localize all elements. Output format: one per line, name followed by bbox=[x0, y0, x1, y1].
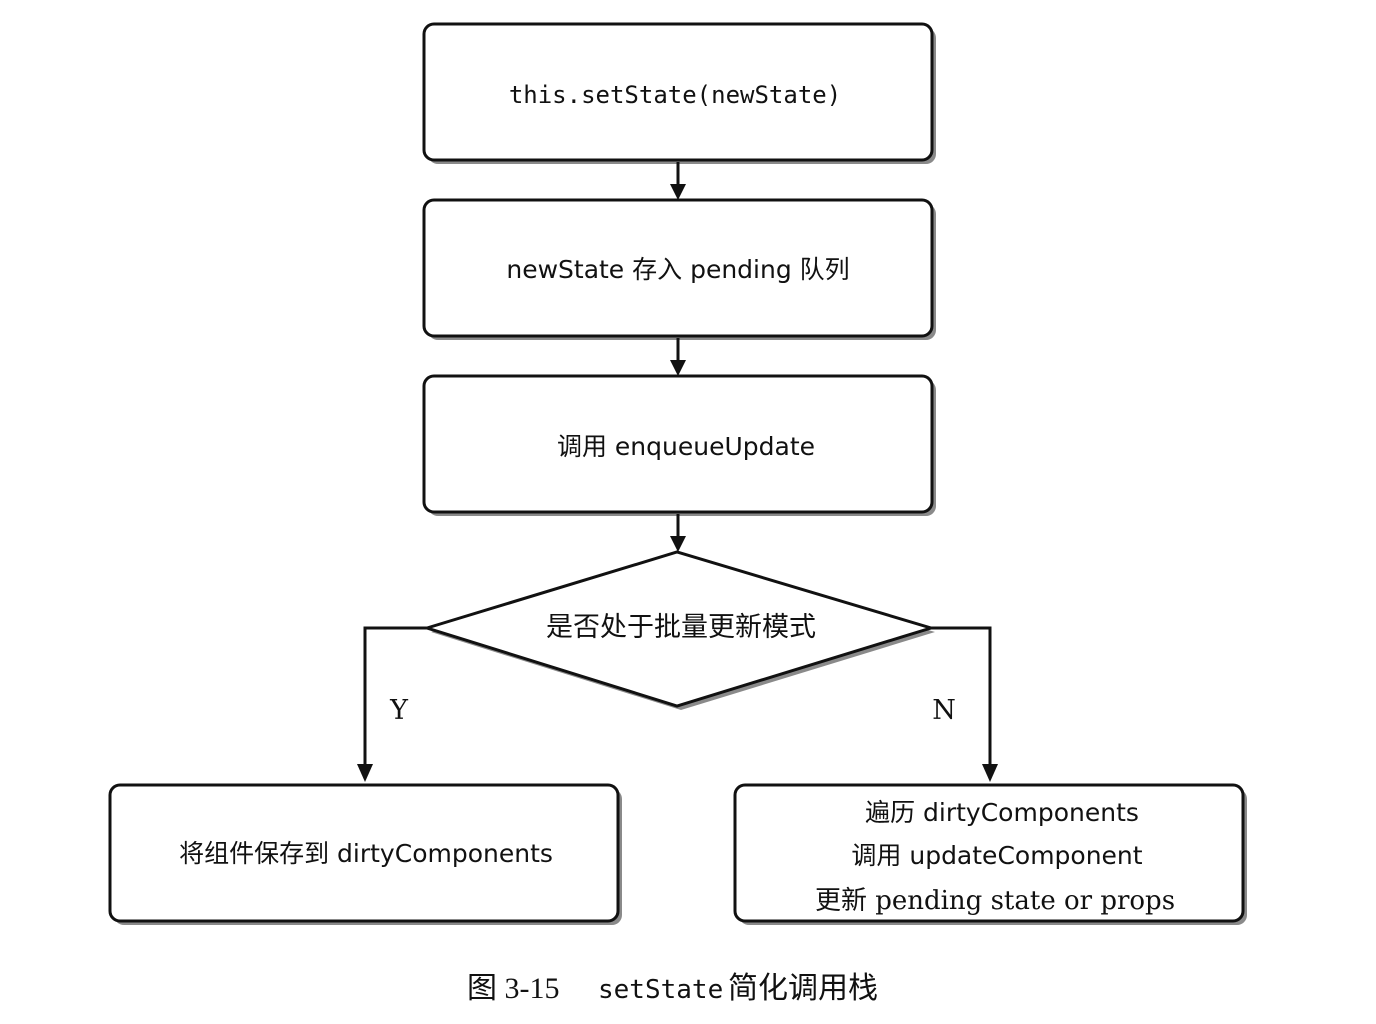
batch-update-decision: 是否处于批量更新模式 bbox=[421, 550, 937, 710]
arrow-3-to-decision bbox=[670, 514, 686, 552]
process-line-2: 调用 updateComponent bbox=[851, 841, 1142, 870]
save-dirty-components-label: 将组件保存到 dirtyComponents bbox=[179, 839, 553, 868]
process-dirty-components-box: 遍历 dirtyComponents 调用 updateComponent 更新… bbox=[733, 783, 1245, 923]
yes-branch-connector: Y bbox=[357, 626, 427, 782]
process-line-3: 更新 pending state or props bbox=[815, 886, 1175, 916]
caption-code: setState bbox=[598, 975, 723, 1005]
caption-text: 简化调用栈 bbox=[728, 972, 878, 1005]
arrow-2-to-3 bbox=[670, 338, 686, 376]
enqueue-update-box: 调用 enqueueUpdate bbox=[422, 374, 934, 514]
arrow-1-to-2 bbox=[670, 162, 686, 200]
pending-queue-label: newState 存入 pending 队列 bbox=[506, 255, 849, 284]
no-branch-connector: N bbox=[931, 626, 998, 782]
yes-branch-label: Y bbox=[389, 695, 409, 726]
batch-update-question: 是否处于批量更新模式 bbox=[546, 612, 816, 643]
figure-caption: 图 3-15 setState 简化调用栈 bbox=[467, 972, 878, 1005]
set-state-box: this.setState(newState) bbox=[422, 22, 934, 162]
caption-label: 图 3-15 bbox=[467, 972, 560, 1005]
save-dirty-components-box: 将组件保存到 dirtyComponents bbox=[108, 783, 620, 923]
pending-queue-box: newState 存入 pending 队列 bbox=[422, 198, 934, 338]
set-state-label: this.setState(newState) bbox=[509, 81, 841, 109]
process-line-1: 遍历 dirtyComponents bbox=[865, 798, 1139, 827]
enqueue-update-label: 调用 enqueueUpdate bbox=[557, 432, 815, 461]
no-branch-label: N bbox=[932, 695, 956, 726]
